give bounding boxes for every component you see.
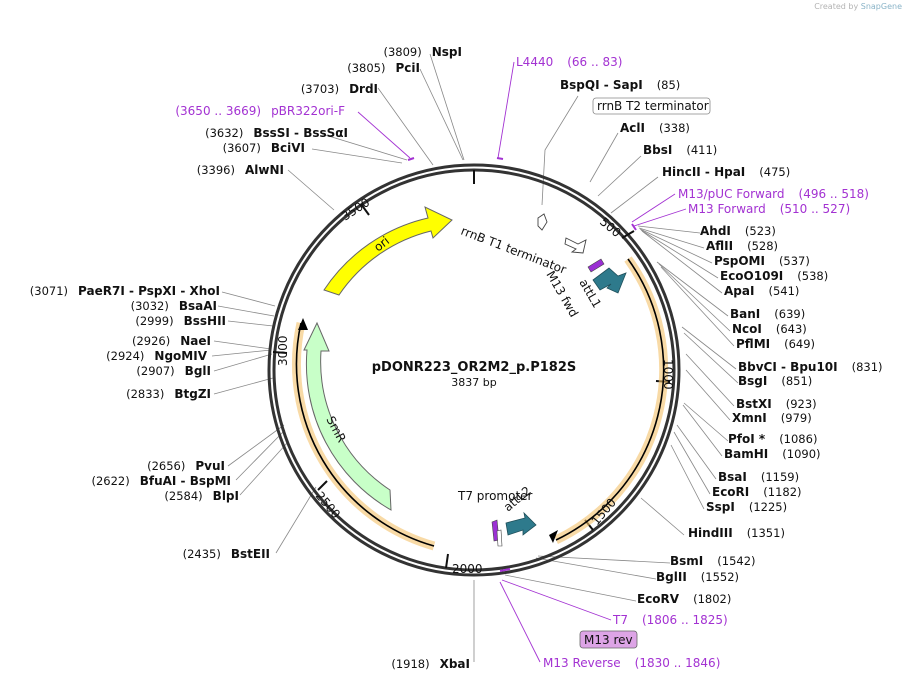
site-drdi: (3703)DrdI — [301, 82, 378, 96]
attl1-feature — [592, 267, 627, 294]
site-hindiii: HindIII(1351) — [688, 526, 785, 540]
rrnb-t2-box — [592, 97, 711, 115]
primer-t7: T7(1806 .. 1825) — [612, 613, 728, 627]
site-bstxi: BstXI(923) — [736, 397, 817, 411]
site-xbai: (1918)XbaI — [391, 657, 470, 671]
site-ecoo109i: EcoO109I(538) — [720, 269, 828, 283]
site-bsssi-bsssai: (3632)BssSI - BssSαI — [205, 126, 348, 140]
brand-watermark: Created by SnapGene — [814, 2, 902, 11]
site-apai: ApaI(541) — [724, 284, 799, 298]
site-paer7i-pspxi-xhoi: (3071)PaeR7I - PspXI - XhoI — [30, 284, 220, 298]
site-bspqi-sapi: BspQI - SapI(85) — [560, 78, 680, 92]
primer-markers — [407, 157, 637, 572]
primer-m13-forward: M13 Forward(510 .. 527) — [688, 202, 850, 216]
site-bgli: (2907)BglI — [136, 364, 211, 378]
plasmid-name: pDONR223_OR2M2_p.P182S — [372, 360, 577, 375]
site-bcivi: (3607)BciVI — [223, 141, 305, 155]
left-enzyme-labels: (3809)NspI (3805)PciI (3703)DrdI (3632)B… — [30, 45, 470, 671]
site-sspi: SspI(1225) — [706, 500, 787, 514]
site-pflmi: PflMI(649) — [736, 337, 815, 351]
site-nspi: (3809)NspI — [384, 45, 463, 59]
right-enzyme-labels: BspQI - SapI(85) AclI(338) BbsI(411) Hin… — [560, 78, 883, 606]
site-xmni: XmnI(979) — [732, 411, 812, 425]
rrnb-t1-label: rrnB T1 terminator — [459, 224, 568, 277]
t7-promoter-label: T7 promoter — [457, 489, 533, 503]
right-primer-labels: L4440(66 .. 83) M13/pUC Forward(496 .. 5… — [516, 55, 869, 670]
rrnb-t2-label: rrnB T2 terminator — [597, 99, 709, 113]
rrnb-t2-feature — [537, 213, 548, 231]
site-aflii: AflII(528) — [706, 239, 778, 253]
site-bani: BanI(639) — [730, 307, 805, 321]
orf-arrowhead-left — [298, 318, 308, 330]
smr-feature — [303, 321, 392, 511]
primer-m13-reverse: M13 Reverse(1830 .. 1846) — [543, 656, 720, 670]
site-bsteii: (2435)BstEII — [183, 547, 270, 561]
site-bglii: BglII(1552) — [656, 570, 739, 584]
site-ecori: EcoRI(1182) — [712, 485, 802, 499]
site-ngomiv: (2924)NgoMIV — [106, 349, 208, 363]
m13-rev-box — [579, 630, 638, 649]
m13-fwd-feature — [587, 258, 605, 273]
site-bbsi: BbsI(411) — [643, 143, 717, 157]
site-bsai: BsaI(1159) — [718, 470, 799, 484]
site-pspomi: PspOMI(537) — [714, 254, 810, 268]
snapgene-logo: SnapGene — [860, 2, 902, 11]
attl2-feature — [505, 511, 537, 536]
site-bsgi: BsgI(851) — [738, 374, 812, 388]
site-pcii: (3805)PciI — [347, 61, 420, 75]
leader-lines — [211, 53, 739, 662]
site-bsmi: BsmI(1542) — [670, 554, 756, 568]
tick-label-3000: 3000 — [276, 335, 290, 366]
m13-rev-label: M13 rev — [584, 633, 633, 647]
site-hincii-hpai: HincII - HpaI(475) — [662, 165, 790, 179]
orf-arc-right — [555, 258, 665, 541]
tick-label-1000: 1000 — [661, 359, 675, 390]
site-ahdi: AhdI(523) — [700, 224, 776, 238]
site-ncoi: NcoI(643) — [732, 322, 807, 336]
primer-m13-puc-forward: M13/pUC Forward(496 .. 518) — [678, 187, 869, 201]
ori-feature — [323, 206, 453, 296]
site-bbvci-bpu10i: BbvCI - Bpu10I(831) — [738, 360, 883, 374]
primer-pbr322ori-f: (3650 .. 3669)pBR322ori-F — [175, 104, 345, 118]
rrnb-t1-feature — [564, 237, 587, 254]
tick-label-3500: 3500 — [339, 195, 372, 223]
t7-promoter-feature — [496, 529, 503, 547]
site-pvui: (2656)PvuI — [147, 459, 225, 473]
backbone-outer — [267, 163, 681, 577]
orf-arrowhead-right — [549, 530, 558, 543]
site-naei: (2926)NaeI — [132, 334, 211, 348]
tick-label-2000: 2000 — [452, 562, 483, 576]
site-bamhi: BamHI(1090) — [724, 447, 821, 461]
primer-l4440: L4440(66 .. 83) — [516, 55, 622, 69]
site-bsshii: (2999)BssHII — [135, 314, 226, 328]
site-pfoi: PfoI *(1086) — [728, 432, 817, 446]
plasmid-size: 3837 bp — [451, 376, 496, 389]
site-alwni: (3396)AlwNI — [197, 163, 284, 177]
site-bfuai-bspmi: (2622)BfuAI - BspMI — [91, 474, 231, 488]
site-acli: AclI(338) — [620, 121, 690, 135]
site-blpi: (2584)BlpI — [164, 489, 239, 503]
site-bsaai: (3032)BsaAI — [131, 299, 217, 313]
tick-label-500: 500 — [597, 215, 624, 240]
site-btgzi: (2833)BtgZI — [126, 387, 211, 401]
primer-leader-lines — [357, 61, 687, 663]
orf-arc-left — [295, 322, 435, 547]
site-ecorv: EcoRV(1802) — [637, 592, 731, 606]
